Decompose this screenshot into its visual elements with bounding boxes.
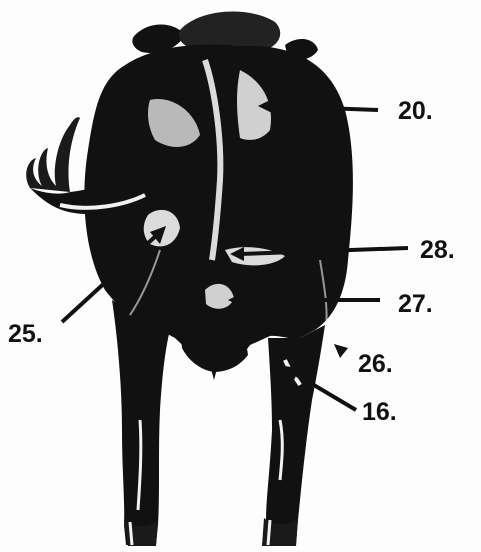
arrowhead-26 — [334, 344, 348, 358]
label-28: 28. — [420, 236, 455, 264]
label-26: 26. — [358, 350, 393, 378]
poll-top — [179, 12, 280, 50]
teat — [210, 365, 218, 380]
label-27: 27. — [398, 290, 433, 318]
tail-switch — [26, 117, 80, 192]
label-25: 25. — [8, 320, 43, 348]
cow-illustration — [26, 12, 353, 546]
label-20: 20. — [398, 97, 433, 125]
right-hind-leg — [262, 325, 325, 545]
left-hoof-highlight — [130, 522, 132, 545]
right-hoof-highlight — [268, 520, 270, 545]
label-16: 16. — [362, 398, 397, 426]
